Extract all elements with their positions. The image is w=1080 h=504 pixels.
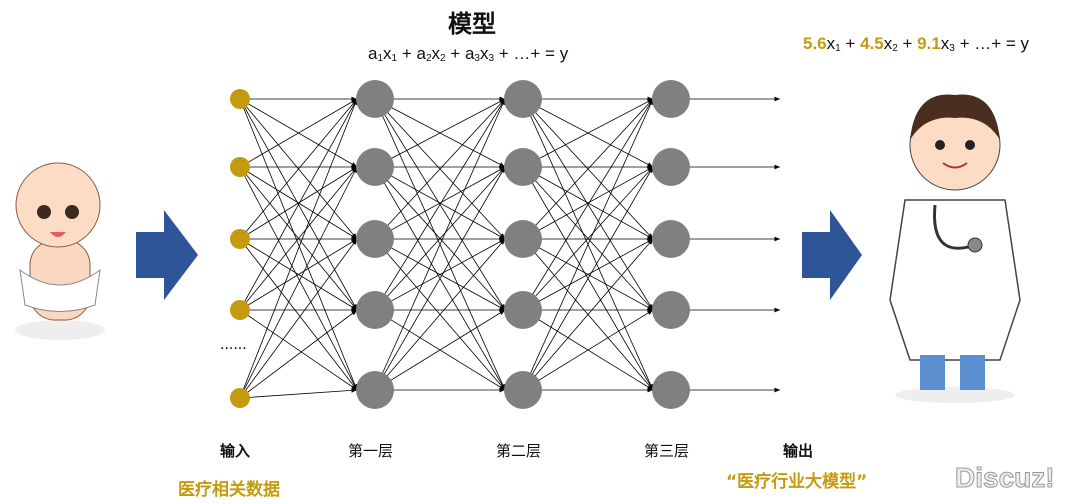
stethoscope-head [967,237,983,253]
connection-line [239,166,358,399]
connection-line [374,166,506,391]
model-title: 模型 [448,10,496,38]
connection-line [239,238,358,399]
connection-line [522,98,654,240]
connection-line [522,166,654,311]
baby-eye [65,205,79,219]
doctor-leg [920,355,945,390]
connection-line [239,98,358,391]
connection-line [239,98,358,311]
doctor-coat [889,199,1021,361]
input-node [230,89,250,109]
connection-line [239,238,358,391]
hidden-node [504,80,542,118]
connection-line [522,309,654,391]
hidden-node [652,80,690,118]
connection-line [522,166,654,391]
input-node [230,229,250,249]
connection-line [522,238,654,311]
input-label: 输入 [220,442,251,460]
connection-line [374,238,506,391]
layer3-label: 第三层 [644,442,690,460]
connection-line [374,98,506,391]
connection-line [374,238,506,311]
baby-mouth [50,232,66,237]
connection-line [522,98,654,391]
connection-line [522,166,654,240]
connection-line [374,98,506,311]
connection-line [374,98,506,240]
hidden-node [356,148,394,186]
connection-line [239,166,358,311]
flow-arrow-icon [136,210,198,300]
hidden-node [504,371,542,409]
input-node [230,388,250,408]
output-label: 输出 [783,442,814,460]
connection-line [239,387,358,399]
watermark: Discuz! [955,462,1056,494]
hidden-node [504,291,542,329]
hidden-node [652,291,690,329]
connection-line [239,166,358,391]
connection-line [374,166,506,240]
hidden-node [356,371,394,409]
doctor-shadow [895,387,1015,403]
connection-line [239,98,358,240]
doctor-leg [960,355,985,390]
connection-line [374,166,506,311]
connection-line [239,238,358,311]
generic-formula: a1x1 + a2x2 + a3x3 + …+ = y [368,44,569,64]
input-node [230,300,250,320]
layer1-label: 第一层 [348,442,394,460]
hidden-node [652,220,690,258]
hidden-node [652,148,690,186]
hidden-node [504,148,542,186]
doctor-hair [910,94,1000,140]
connection-line [374,309,506,391]
baby-eye [37,205,51,219]
connection-line [522,98,654,168]
flow-arrow-icon [802,210,862,300]
connection-line [239,98,358,168]
input-description: 医疗相关数据 [178,480,280,500]
connection-line [239,309,358,399]
baby-diaper [19,268,101,312]
doctor-eye [965,140,975,150]
hidden-node [504,220,542,258]
hidden-node [356,220,394,258]
connection-line [374,98,506,168]
connection-line [522,238,654,391]
stethoscope-icon [933,204,976,250]
connection-line [522,98,654,311]
input-node [230,157,250,177]
hidden-node [652,371,690,409]
doctor-mouth [942,162,968,169]
hidden-node [356,80,394,118]
input-ellipsis: ...... [220,336,247,353]
baby-head-icon [15,162,101,248]
connection-line [239,166,358,240]
baby-shadow [15,320,105,340]
output-description: “医疗行业大模型” [726,472,868,492]
connection-line [239,98,358,399]
doctor-eye [935,140,945,150]
hidden-node [356,291,394,329]
layer2-label: 第二层 [496,442,542,460]
trained-formula: 5.6x1 + 4.5x2 + 9.1x3 + …+ = y [803,34,1030,54]
connection-line [239,309,358,391]
